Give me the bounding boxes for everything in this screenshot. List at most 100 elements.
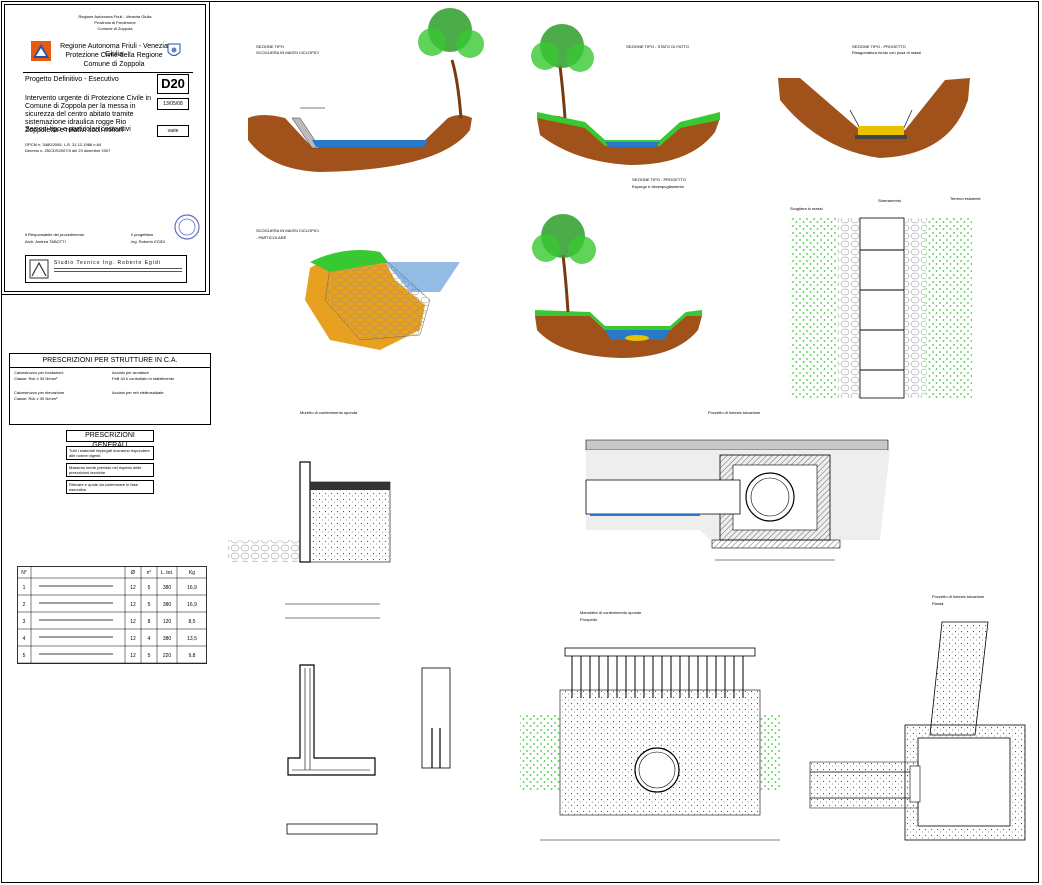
rebar-cell: 12 <box>130 585 136 591</box>
detail-armatura-muro <box>286 664 451 835</box>
signature-left-label: Il Responsabile del procedimento <box>25 232 85 237</box>
rebar-cell: 220 <box>163 653 172 659</box>
signature-right-name: Ing. Roberto EGIDI <box>131 239 166 244</box>
civil-protection-name: Protezione Civile della Regione <box>65 52 163 59</box>
plan-view-channel <box>790 217 972 399</box>
province: Provincia di Pordenone <box>94 20 136 25</box>
region-header: Regione Autonoma Friuli - Venezia Giulia <box>78 14 152 19</box>
s5-title: SCOGLIERA IN MASSI CICLOPICI <box>256 228 319 233</box>
rebar-cell: 1 <box>23 585 26 591</box>
rebar-cell: 380 <box>163 602 172 608</box>
railing-title: Manufatto di contenimento sponde <box>580 610 642 615</box>
section-progetto-espurgo <box>535 310 702 358</box>
rebar-cell: 5 <box>148 602 151 608</box>
spec-col1-item: Classe: Rck ≥ 30 N/mm² <box>14 376 58 381</box>
general-note-2: Massimo inerte previsto nel rispetto del… <box>66 463 154 477</box>
s3-subtitle: Risagomatura fondo con posa di massi <box>852 50 922 55</box>
title-rule-1 <box>23 72 193 73</box>
tree-3 <box>532 214 596 313</box>
rebar-cell: 5 <box>148 585 151 591</box>
municipality-name: Comune di Zoppola <box>83 61 145 68</box>
section-scogliera <box>248 107 472 172</box>
rebar-header: Ø <box>131 570 135 576</box>
title-block-divider <box>209 1 210 295</box>
shaft-subtitle: Pianta <box>932 601 944 606</box>
inlet-title: Pozzetto di innesto tubazione <box>708 410 761 415</box>
rebar-cell: 12 <box>130 602 136 608</box>
municipality-crest-icon <box>167 43 181 59</box>
signature-right-label: Il progettista <box>131 232 153 237</box>
tree-2 <box>531 24 594 119</box>
s5-subtitle: - PARTICOLARE <box>256 235 287 240</box>
s4-title: SEZIONE TIPO - PROGETTO <box>632 177 686 182</box>
decree-ref: Decreto n. 25/CDS2007/II del 23 dicembre… <box>25 148 111 153</box>
spec-col1-head: Calcestruzzo per fondazioni <box>14 370 64 375</box>
plan-label-right: Terreno esistente <box>950 196 981 201</box>
rebar-cell: 12 <box>130 619 136 625</box>
rebar-cell: 380 <box>163 636 172 642</box>
rebar-cell: 13,5 <box>187 636 197 642</box>
general-note-1: Tutti i materiali impiegati dovranno ris… <box>66 446 154 460</box>
rebar-cell: 380 <box>163 585 172 591</box>
s1-subtitle: SCOGLIERA IN MASSI CICLOPICI <box>256 50 319 55</box>
drawing-title: Sezioni tipo e particolari costruttivi <box>25 126 131 133</box>
rebar-cell: 120 <box>163 619 172 625</box>
studio-name: Studio Tecnico Ing. Roberto Egidi <box>54 260 161 266</box>
rebar-cell: 8 <box>148 619 151 625</box>
spec-col2b-head: Acciaio per reti elettrosaldate <box>112 390 164 395</box>
municipality-top: Comune di Zoppola <box>97 26 133 31</box>
specs-block: PRESCRIZIONI PER STRUTTURE IN C.A. Calce… <box>9 353 211 425</box>
drawing-scale: varie <box>157 125 189 137</box>
railing-bars <box>571 656 744 698</box>
plan-label-center: Sbarramento <box>878 198 902 203</box>
shaft-title: Pozzetto di innesto tubazione <box>932 594 985 599</box>
studio-stamp: Studio Tecnico Ing. Roberto Egidi <box>25 255 187 283</box>
rebar-cell: 16,9 <box>187 585 197 591</box>
plan-label-left: Scogliera in massi <box>790 206 823 211</box>
studio-rule <box>54 268 182 272</box>
rebar-cell: 12 <box>130 636 136 642</box>
wall-title: Muretto di contenimento sponda <box>300 410 358 415</box>
rebar-header: L. tot. <box>161 570 174 576</box>
tree-1 <box>418 8 484 119</box>
spec-col2-item: FeB 44 k controllato in stabilimento <box>112 376 175 381</box>
rebar-header: n° <box>147 570 152 576</box>
studio-logo-icon <box>29 259 49 279</box>
general-title: PRESCRIZIONI GENERALI <box>66 430 154 449</box>
title-block: Regione Autonoma Friuli - Venezia Giulia… <box>4 4 206 292</box>
detail-manufatto-ringhiera <box>520 647 780 841</box>
railing-subtitle: Prospetto <box>580 617 598 622</box>
section-stato-di-fatto <box>537 112 720 165</box>
ordinance-ref: OPCM n. 3480/2005, L.R. 31.12.1986 n.64 <box>25 142 102 147</box>
rebar-header: Kg <box>189 570 195 576</box>
detail-muretto <box>228 461 391 619</box>
drawing-date: 13/05/08 <box>157 98 189 110</box>
rebar-cell: 2 <box>23 602 26 608</box>
spec-col1b-head: Calcestruzzo per elevazione <box>14 390 65 395</box>
s4-subtitle: Espurgo e decespugliamento <box>632 184 684 189</box>
spec-col2-head: Acciaio per armature <box>112 370 149 375</box>
detail-pozzetto-pianta <box>809 621 1026 841</box>
rebar-cell: 9,8 <box>189 653 196 659</box>
general-note-3: Rilevare e quote da confermare in fase e… <box>66 480 154 494</box>
section-progetto-risagomatura <box>778 78 970 158</box>
drawing-code: D20 <box>157 74 189 94</box>
rebar-cell: 12 <box>130 653 136 659</box>
signature-left-name: Arch. Andrea TABOTTI <box>25 239 66 244</box>
engineer-stamp-icon <box>173 213 201 241</box>
project-description: Intervento urgente di Protezione Civile … <box>25 95 152 134</box>
project-stage: Progetto Definitivo - Esecutivo <box>25 76 119 83</box>
title-block-bottom-divider <box>1 294 209 295</box>
s2-title: SEZIONE TIPO - STATO DI FATTO <box>626 44 689 49</box>
rebar-header: N° <box>21 570 27 576</box>
rebar-cell: 16,9 <box>187 602 197 608</box>
specs-rule <box>10 367 210 368</box>
rebar-cell: 5 <box>148 653 151 659</box>
rebar-cell: 5 <box>23 653 26 659</box>
rebar-cell: 3 <box>23 619 26 625</box>
rebar-cell: 4 <box>23 636 26 642</box>
